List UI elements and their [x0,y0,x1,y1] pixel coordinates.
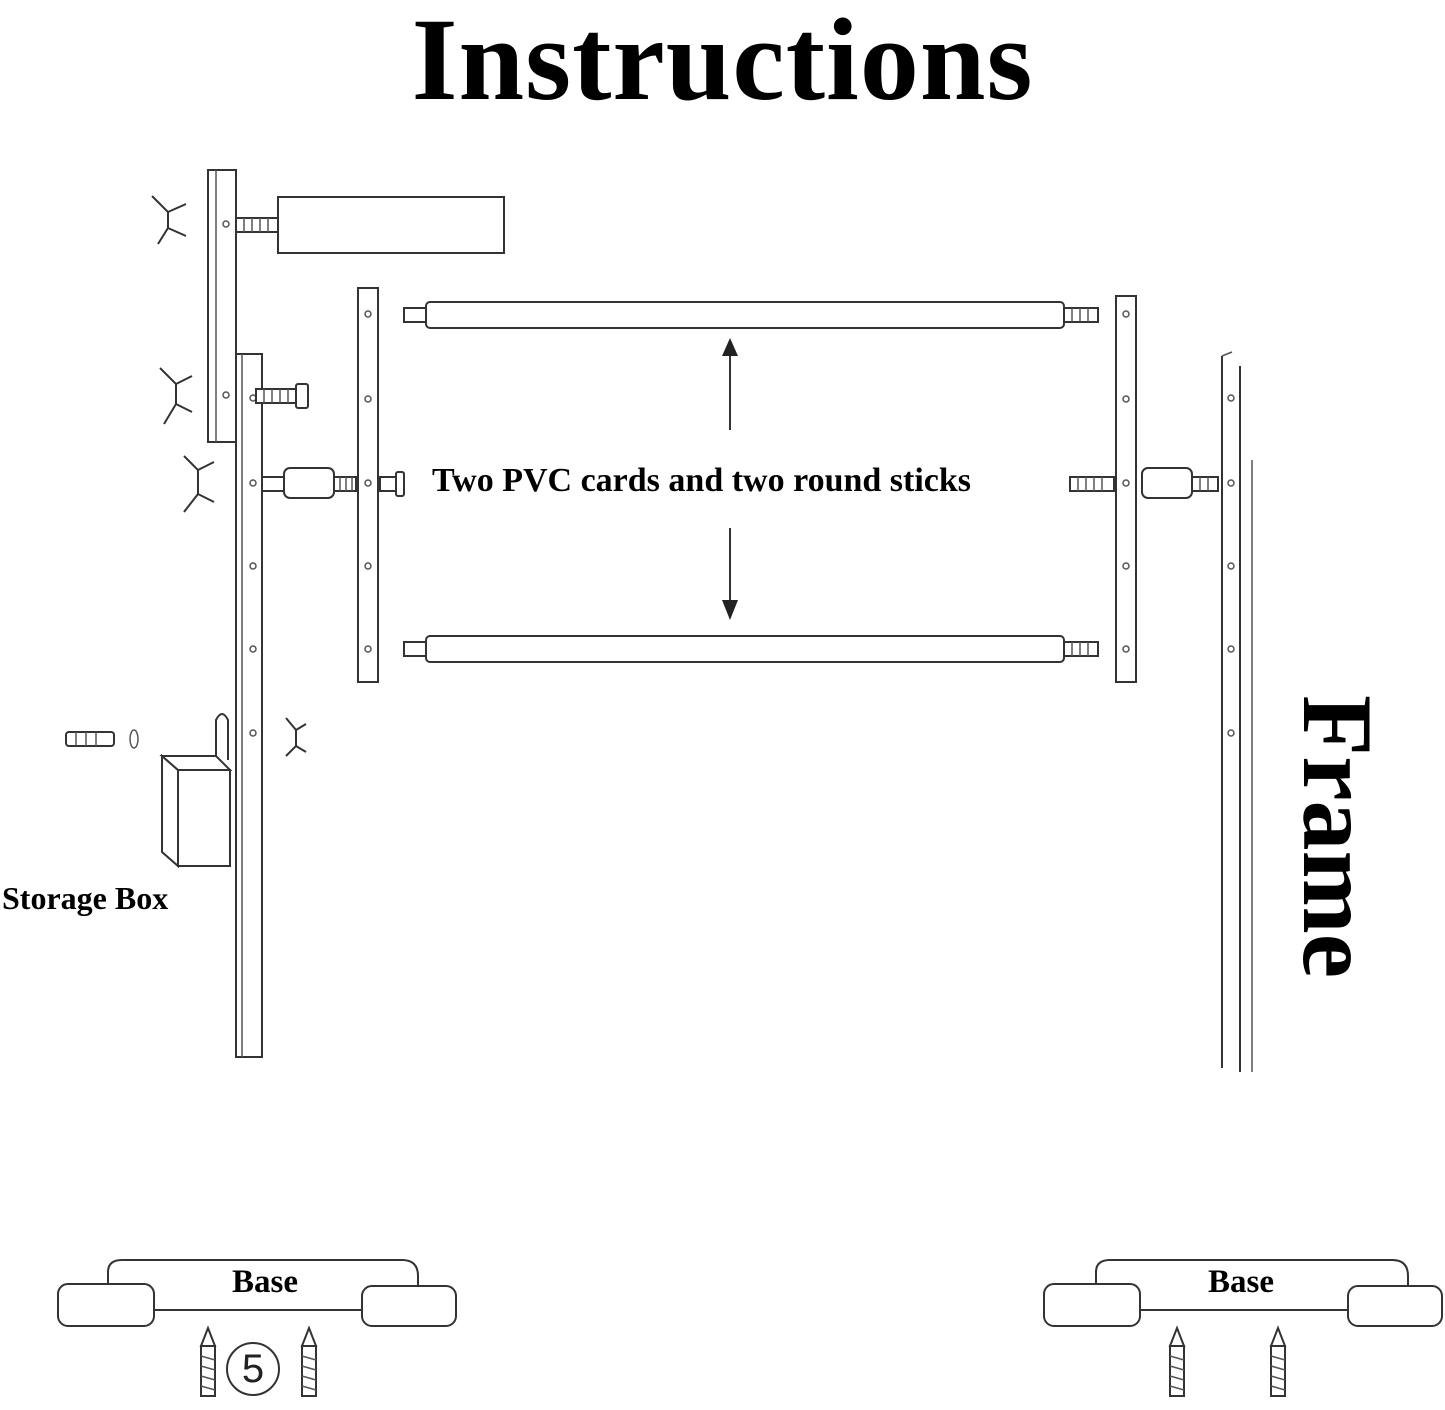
bolt-left-upper [255,383,309,409]
wing-nut-left-1 [151,195,187,245]
wing-nut-left-2 [159,367,193,425]
screw-right-2 [1269,1325,1287,1397]
arrow-up [722,338,738,430]
round-stick-top [403,301,1099,329]
right-connector [1069,467,1219,499]
small-bolt [65,729,139,749]
screw-right-1 [1168,1325,1186,1397]
right-pvc-card [1115,295,1137,683]
base-label-right: Base [1208,1264,1274,1300]
wing-nut-lower [285,717,307,757]
pvc-cards-label: Two PVC cards and two round sticks [432,462,972,499]
top-cylinder [235,196,505,254]
storage-box-label: Storage Box [2,880,169,916]
left-base-drawing [57,1259,457,1327]
storage-box-drawing [159,713,233,869]
screw-left-2 [300,1325,318,1397]
left-connector [261,467,405,499]
right-post [1221,351,1253,1072]
top-bracket [207,169,237,443]
base-label-left: Base [232,1264,298,1300]
right-base-drawing [1043,1259,1443,1327]
round-stick-bottom [403,635,1099,663]
page-title: Instructions [411,0,1034,125]
frame-label: Frame [1282,695,1393,979]
wing-nut-left-3 [183,455,215,513]
screw-left-1 [199,1325,217,1397]
arrow-down [722,528,738,620]
left-post [235,353,263,1058]
step-number-badge: 5 [226,1342,280,1396]
left-pvc-card [357,287,379,683]
